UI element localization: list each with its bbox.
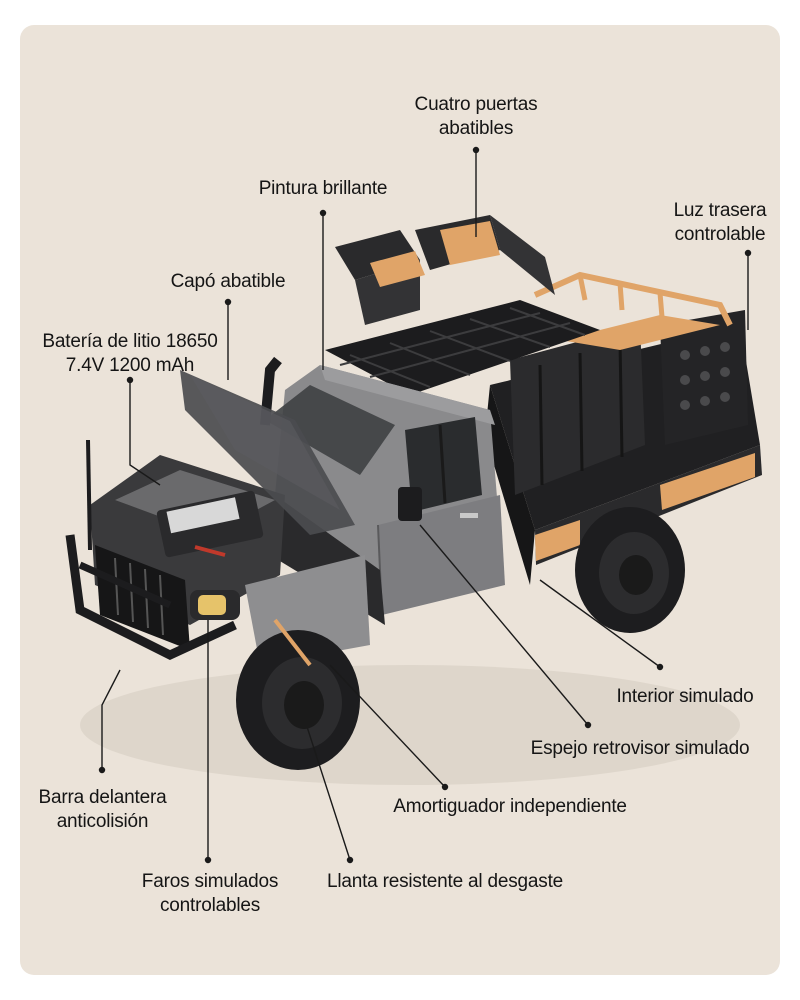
label-amortiguador: Amortiguador independiente (393, 796, 627, 817)
open-doors (335, 215, 555, 325)
label-interior: Interior simulado (616, 686, 754, 707)
label-luz-trasera: Luz trasera controlable (673, 200, 767, 245)
rc-truck-illustration (65, 146, 762, 864)
label-barra: Barra delantera anticolisión (38, 787, 167, 832)
leader-lines (98, 146, 752, 864)
label-llanta: Llanta resistente al desgaste (326, 871, 564, 892)
wheels (236, 507, 685, 770)
roof-rack (325, 300, 600, 395)
product-card: Cuatro puertas abatibles Pintura brillan… (20, 25, 780, 975)
label-bateria: Batería de litio 18650 7.4V 1200 mAh (42, 331, 218, 376)
label-faros: Faros simulados controlables (141, 871, 279, 916)
label-espejo: Espejo retrovisor simulado (530, 738, 750, 759)
label-pintura: Pintura brillante (258, 178, 388, 199)
label-cuatro-puertas: Cuatro puertas abatibles (414, 94, 538, 139)
front-wheel (236, 630, 360, 770)
truck-bed (485, 271, 762, 585)
label-capo: Capó abatible (170, 271, 286, 292)
rear-wheel (575, 507, 685, 633)
